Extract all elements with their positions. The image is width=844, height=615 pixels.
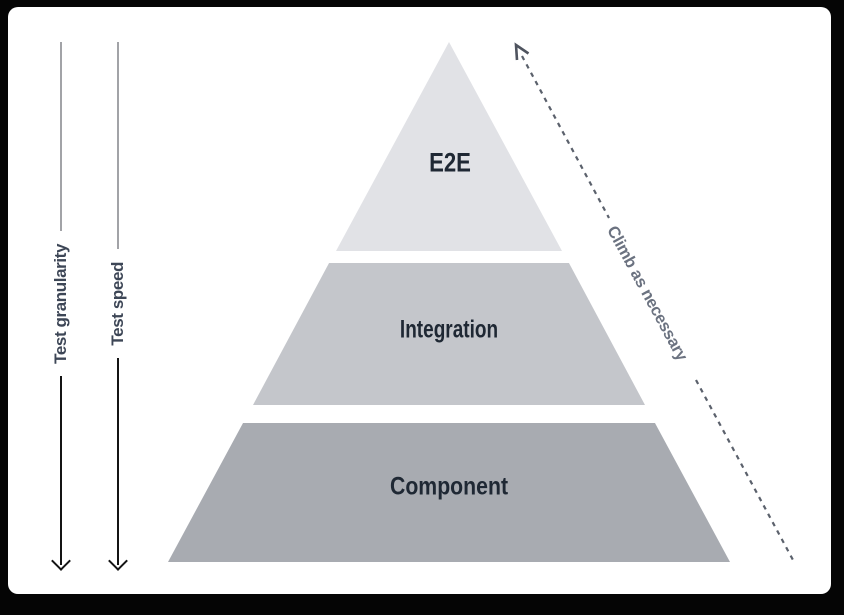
axis-test-granularity: Test granularity xyxy=(47,42,75,571)
climb-dash-lower xyxy=(695,379,794,561)
axis-test-speed: Test speed xyxy=(104,42,132,571)
pyramid-label-component: Component xyxy=(389,472,509,501)
axis-down-arrow xyxy=(51,376,71,571)
climb-dash-upper xyxy=(521,55,610,219)
axis-top-line xyxy=(117,42,119,249)
climb-arrowhead-icon xyxy=(514,42,530,61)
pyramid-label-e2e: E2E xyxy=(429,147,471,178)
pyramid-label-integration: Integration xyxy=(399,315,499,344)
axis-down-arrow xyxy=(108,358,128,571)
pyramid-layer-component xyxy=(168,423,730,562)
pyramid-layer-integration xyxy=(253,263,645,405)
axis-top-line xyxy=(60,42,62,231)
